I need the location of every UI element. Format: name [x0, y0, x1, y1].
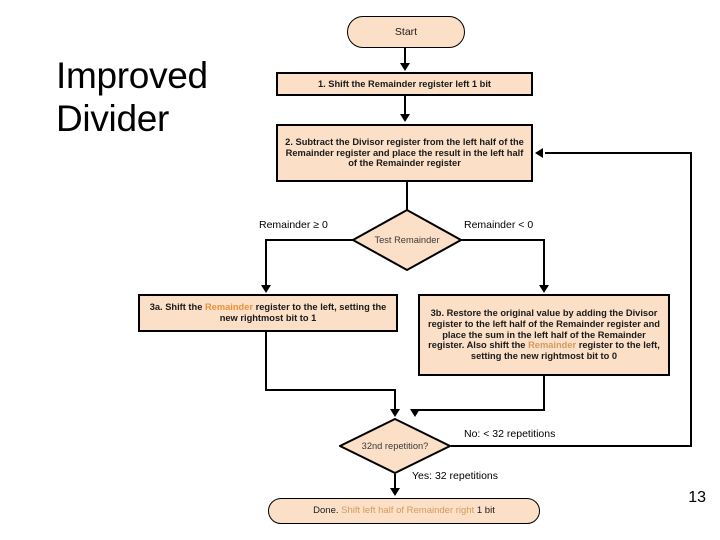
connector-test-right-down: [543, 239, 545, 285]
node-step-3b: 3b. Restore the original value by adding…: [418, 294, 670, 376]
page-number: 13: [688, 489, 706, 506]
connector-step3a-to-check: [394, 389, 396, 410]
node-start: Start: [347, 16, 465, 48]
connector-loop-top: [545, 152, 692, 154]
connector-test-left-down: [265, 239, 267, 285]
arrowhead-test-to-step3a: [261, 285, 271, 293]
arrowhead-test-to-step3b: [539, 285, 549, 293]
node-done-label-part1: Done.: [313, 505, 342, 517]
edge-label-remainder-ge-zero: Remainder ≥ 0: [259, 219, 328, 231]
node-repetition-check-label: 32nd repetition?: [361, 441, 429, 451]
node-step-1: 1. Shift the Remainder register left 1 b…: [276, 72, 533, 96]
connector-test-left: [265, 239, 354, 241]
connector-step3a-down: [265, 332, 267, 390]
node-done: Done. Shift left half of Remainder right…: [268, 498, 540, 524]
connector-check-yes: [394, 474, 396, 489]
connector-step3b-down: [543, 376, 545, 410]
diamond-shape: [339, 418, 451, 474]
node-step-3a: 3a. Shift the Remainder register to the …: [138, 294, 398, 332]
node-step-3b-label-highlight: Remainder: [528, 340, 577, 351]
connector-loop-right: [690, 152, 692, 447]
node-repetition-check: 32nd repetition?: [339, 418, 451, 474]
node-test-remainder: Test Remainder: [352, 209, 462, 271]
node-step-3a-label-part1: 3a. Shift the: [149, 302, 205, 313]
node-step-2-label: 2. Subtract the Divisor register from th…: [285, 136, 524, 169]
node-start-label: Start: [394, 25, 418, 38]
arrowhead-step3a-to-check: [390, 409, 400, 417]
node-step-2: 2. Subtract the Divisor register from th…: [276, 124, 533, 182]
page-title: Improved Divider: [56, 55, 208, 139]
node-done-label-highlight: Shift left half of Remainder right: [341, 505, 477, 517]
arrowhead-check-to-done: [390, 488, 400, 496]
connector-step3a-across: [265, 389, 396, 391]
diamond-shape: [352, 209, 462, 271]
connector-step3b-across: [412, 409, 545, 411]
node-step-3a-label: 3a. Shift the Remainder register to the …: [144, 302, 392, 324]
arrowhead-step3b-to-check: [410, 409, 420, 417]
node-step-3b-label: 3b. Restore the original value by adding…: [424, 308, 664, 362]
node-step-3b-label-part2: register to the left, setting the new ri…: [470, 340, 660, 362]
node-test-remainder-label: Test Remainder: [374, 235, 440, 245]
node-step-3a-label-highlight: Remainder: [204, 302, 254, 313]
edge-label-remainder-lt-zero: Remainder < 0: [464, 219, 534, 231]
node-done-label: Done. Shift left half of Remainder right…: [273, 505, 535, 516]
connector-step1-to-step2: [404, 96, 406, 114]
connector-test-right: [460, 239, 545, 241]
connector-step2-to-test: [406, 182, 408, 210]
arrowhead-start-to-step1: [400, 63, 410, 71]
node-done-label-part2: 1 bit: [476, 505, 495, 517]
node-step-1-label: 1. Shift the Remainder register left 1 b…: [317, 78, 492, 89]
node-step-3a-label-part2: register to the left, setting the new ri…: [219, 302, 387, 323]
node-step-3b-label-part1: 3b. Restore the original value by adding…: [428, 308, 660, 351]
edge-label-no-branch: No: < 32 repetitions: [464, 428, 556, 440]
connector-loop-bottom: [451, 445, 692, 447]
connector-start-to-step1: [404, 48, 406, 64]
edge-label-yes-branch: Yes: 32 repetitions: [412, 470, 499, 482]
arrowhead-step1-to-step2: [400, 114, 410, 122]
arrowhead-loop-to-step2: [535, 148, 543, 158]
